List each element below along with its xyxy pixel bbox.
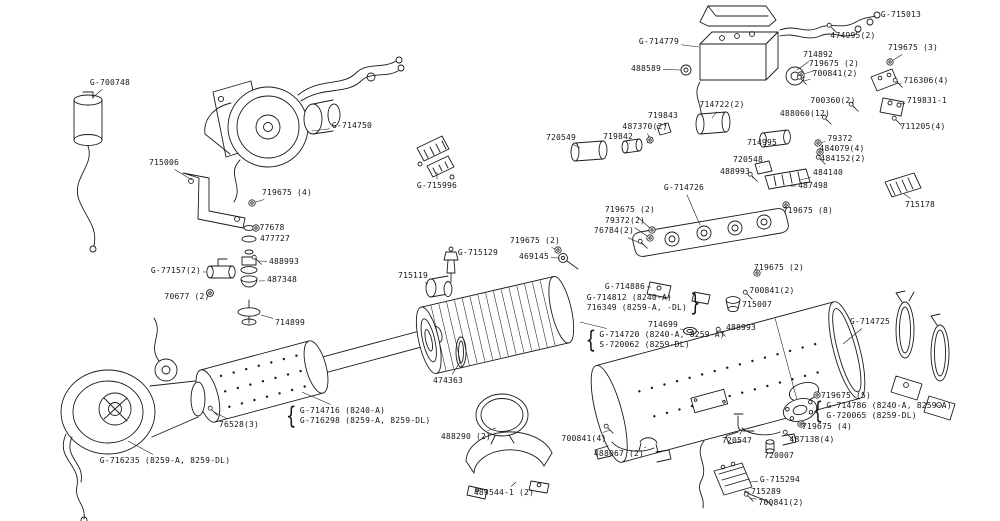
overheat-switch [785, 66, 905, 117]
spark-plug [425, 246, 459, 298]
spacer-ring [455, 336, 467, 368]
burner-assembly [195, 326, 443, 423]
outer-casing [590, 301, 866, 463]
control-device [416, 135, 455, 180]
heat-exchanger [415, 276, 575, 374]
terminal-block [754, 160, 922, 198]
fuel-regulator [206, 225, 261, 326]
fuel-pump [699, 440, 773, 509]
clamp-rings [890, 290, 956, 421]
igniter-and-brackets [558, 253, 741, 336]
end-flange [782, 382, 820, 422]
junction-box [680, 5, 881, 127]
intake-bell [60, 317, 206, 521]
exhaust-shield [465, 393, 553, 500]
thermostat-and-fittings [570, 111, 791, 162]
canister [73, 91, 103, 253]
manifold [632, 208, 789, 257]
fuel-fittings [733, 413, 775, 454]
blower-assembly [204, 56, 405, 203]
